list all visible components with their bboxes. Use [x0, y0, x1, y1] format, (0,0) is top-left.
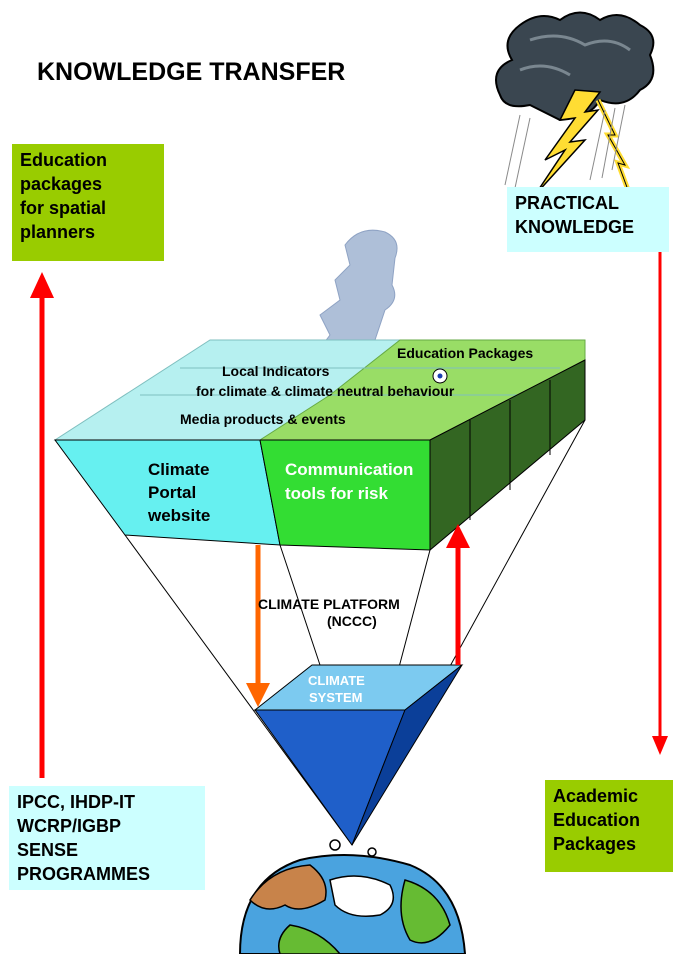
box-education-packages-spatial: Education packages for spatial planners [12, 144, 164, 261]
label-climate-portal: Climate Portal website [148, 460, 211, 525]
storm-cloud-icon [495, 11, 655, 196]
label-neutral-behaviour: for climate & climate neutral behaviour [196, 383, 455, 399]
arrow-left-up [30, 272, 54, 778]
label-media-products: Media products & events [180, 411, 346, 427]
label-communication-tools: Communication tools for risk [285, 460, 414, 503]
box-academic-education: Academic Education Packages [545, 780, 673, 872]
label-nccc: (NCCC) [327, 613, 377, 629]
page-title: KNOWLEDGE TRANSFER [37, 58, 346, 86]
arrow-center-up [446, 524, 470, 665]
box-practical-knowledge: PRACTICAL KNOWLEDGE [507, 187, 669, 252]
arrow-right-down [652, 252, 668, 755]
earth-illustration [238, 839, 467, 954]
arrow-center-down [246, 545, 270, 707]
label-education-packages: Education Packages [397, 345, 534, 361]
label-local-indicators: Local Indicators [222, 363, 330, 379]
label-climate-system-1: CLIMATE [308, 673, 365, 688]
label-climate-platform: CLIMATE PLATFORM [258, 596, 400, 612]
label-climate-system-2: SYSTEM [309, 690, 363, 705]
box-research-programmes: IPCC, IHDP-IT WCRP/IGBP SENSE PROGRAMMES [9, 786, 205, 890]
